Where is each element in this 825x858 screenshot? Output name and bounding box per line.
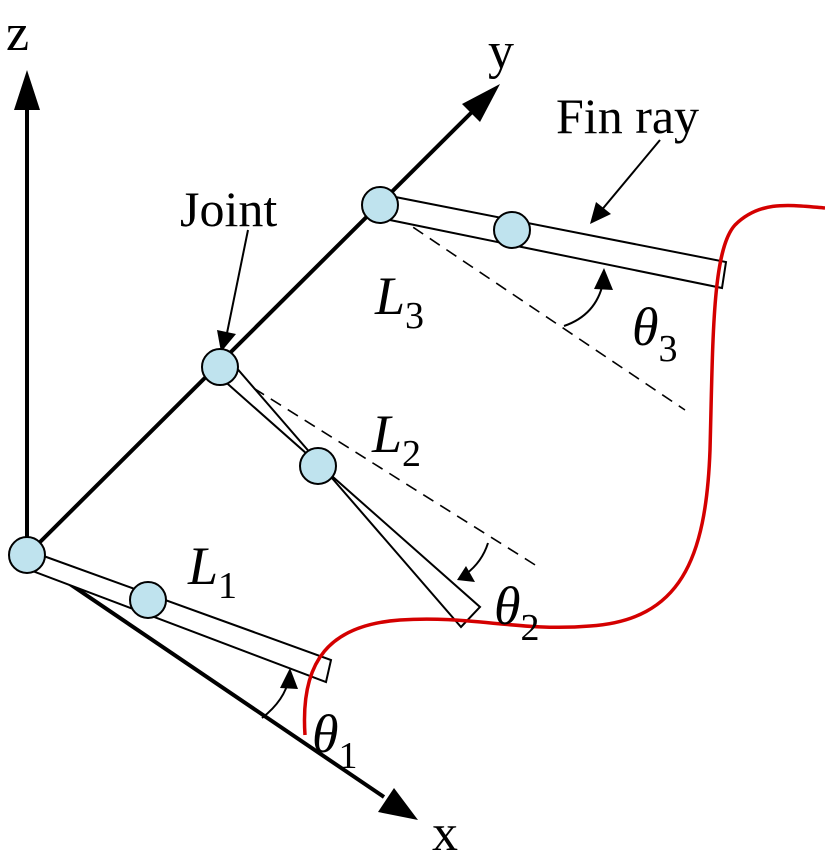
y-axis-label: y <box>488 23 514 80</box>
joint-ray-3 <box>361 186 399 224</box>
l3-main: L <box>374 266 405 326</box>
fin-ray-1 <box>20 548 333 684</box>
joint-pointer-arrow <box>217 229 249 352</box>
theta1-label: θ1 <box>312 704 358 777</box>
joint-label: Joint <box>180 181 277 237</box>
reference-line-3 <box>379 204 686 411</box>
theta2-subscript: 2 <box>521 607 540 649</box>
l1-subscript: 1 <box>218 565 237 607</box>
fin-ray-2 <box>210 356 482 629</box>
l3-subscript: 3 <box>405 295 424 337</box>
fin-ray-3 <box>379 192 728 290</box>
theta3-main: θ <box>632 297 659 357</box>
l2-main: L <box>371 404 402 464</box>
l1-main: L <box>187 536 218 596</box>
l2-label: L2 <box>371 404 421 475</box>
fin-membrane-curve <box>302 203 825 736</box>
theta3-label: θ3 <box>632 297 678 370</box>
x-axis-label: x <box>432 805 458 858</box>
fin-ray-label: Fin ray <box>556 88 699 144</box>
theta3-angle-arrow <box>563 268 613 327</box>
joint-mid-ray-3 <box>493 211 531 249</box>
joint-mid-ray-1 <box>129 581 167 619</box>
theta3-subscript: 3 <box>659 328 678 370</box>
l2-subscript: 2 <box>402 433 421 475</box>
reference-line-2 <box>219 366 541 569</box>
l1-label: L1 <box>187 536 237 607</box>
theta2-angle-arrow <box>457 542 489 582</box>
theta1-angle-arrow <box>261 668 298 719</box>
y-axis <box>25 84 500 557</box>
theta2-main: θ <box>494 576 521 636</box>
x-axis <box>25 553 418 820</box>
theta1-subscript: 1 <box>339 735 358 777</box>
joint-ray-2 <box>201 348 239 386</box>
joint-mid-ray-2 <box>299 447 337 485</box>
fin-ray-pointer-arrow <box>590 139 661 224</box>
theta2-label: θ2 <box>494 576 540 649</box>
z-axis-label: z <box>6 5 29 62</box>
z-axis <box>14 70 40 555</box>
theta1-main: θ <box>312 704 339 764</box>
l3-label: L3 <box>374 266 424 337</box>
joint-base <box>8 536 46 574</box>
